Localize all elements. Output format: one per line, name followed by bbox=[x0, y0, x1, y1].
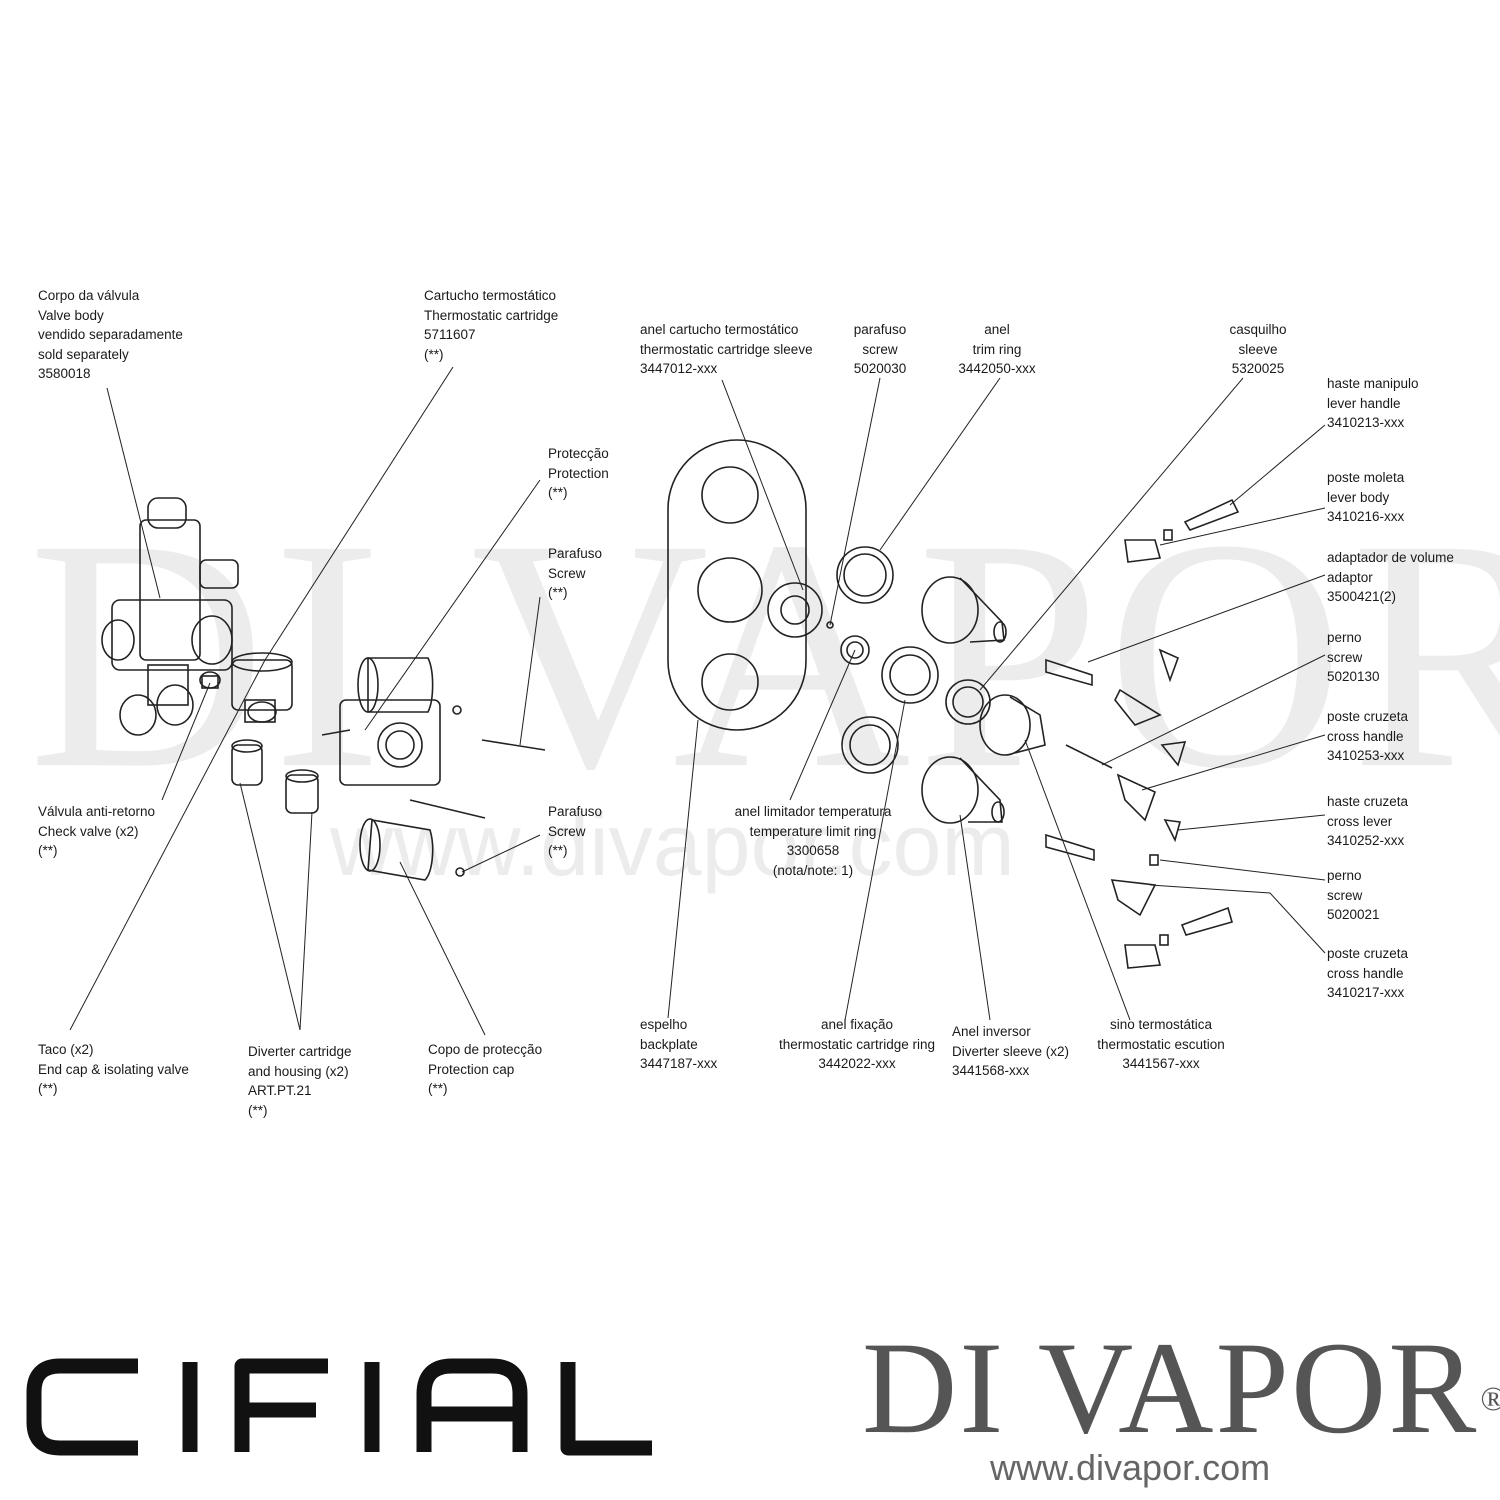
diverter-cartridge-drawing bbox=[231, 739, 319, 814]
protection-cap-bottom-drawing bbox=[359, 818, 434, 881]
leader-thermo-escution bbox=[1024, 739, 1131, 1021]
leader-temp-limit-ring bbox=[789, 649, 856, 801]
cross-handle-bottom-drawing bbox=[1110, 854, 1233, 969]
trim-and-limit-rings-drawing bbox=[826, 546, 939, 774]
lever-handle-drawing bbox=[1124, 498, 1240, 563]
leader-end-cap bbox=[69, 659, 266, 1031]
label-thermo-cartridge: Cartucho termostático Thermostatic cartr… bbox=[424, 288, 559, 362]
diverter-sleeve-top-drawing bbox=[921, 576, 1007, 644]
cifial-logo bbox=[20, 1352, 660, 1467]
leader-check-valve bbox=[161, 682, 211, 801]
leader-lever-handle bbox=[1229, 424, 1326, 506]
leader-trim-ring bbox=[879, 377, 1001, 551]
leader-diverter-sleeve bbox=[959, 814, 991, 1021]
leader-cross-handle-1 bbox=[1141, 734, 1326, 791]
label-trim-ring: anel trim ring 3442050-xxx bbox=[958, 322, 1036, 376]
label-lever-body: poste moleta lever body 3410216-xxx bbox=[1327, 470, 1405, 524]
label-sleeve: casquilho sleeve 5320025 bbox=[1229, 322, 1287, 376]
label-diverter-cartridge: Diverter cartridge and housing (x2) ART.… bbox=[248, 1044, 352, 1118]
label-protection: Protecção Protection (**) bbox=[548, 446, 609, 500]
leader-sleeve bbox=[979, 377, 1244, 691]
label-temp-limit-ring: anel limitador temperatura temperature l… bbox=[734, 804, 892, 878]
label-protection-cap: Copo de protecção Protection cap (**) bbox=[428, 1042, 543, 1096]
label-diverter-sleeve: Anel inversor Diverter sleeve (x2) 34415… bbox=[952, 1024, 1070, 1078]
label-screw-b: Parafuso Screw (**) bbox=[548, 804, 603, 858]
leader-valve-body bbox=[106, 387, 161, 599]
label-thermo-escution: sino termostática thermostatic escution … bbox=[1097, 1017, 1225, 1071]
label-screw-a: Parafuso Screw (**) bbox=[548, 546, 603, 600]
label-cartridge-sleeve: anel cartucho termostático thermostatic … bbox=[640, 322, 813, 376]
label-adaptor: adaptador de volume adaptor 3500421(2) bbox=[1327, 550, 1454, 604]
label-cross-lever: haste cruzeta cross lever 3410252-xxx bbox=[1327, 794, 1409, 848]
leader-perno-2 bbox=[1159, 859, 1326, 881]
label-valve-body: Corpo da válvula Valve body vendido sepa… bbox=[38, 288, 183, 381]
cross-handle-top-drawing bbox=[1114, 648, 1187, 767]
protection-housing-drawing bbox=[321, 699, 441, 786]
label-cross-handle-1: poste cruzeta cross handle 3410253-xxx bbox=[1327, 709, 1409, 763]
leader-screw-b bbox=[461, 834, 541, 873]
leader-diverter-a bbox=[239, 782, 301, 1031]
leader-lines bbox=[69, 366, 1326, 1036]
label-parafuso-screw: parafuso screw 5020030 bbox=[853, 322, 907, 376]
leader-cartridge-sleeve bbox=[721, 379, 804, 591]
divapor-url: www.divapor.com bbox=[990, 1447, 1271, 1488]
leader-screw-a bbox=[519, 596, 541, 746]
leader-lever-body bbox=[1159, 507, 1326, 546]
label-perno-screw-1: perno screw 5020130 bbox=[1327, 630, 1380, 684]
leader-cross-handle-2 bbox=[1149, 884, 1326, 954]
leader-parafuso bbox=[829, 377, 881, 626]
screw-rods-drawing bbox=[409, 705, 546, 877]
leader-diverter-b bbox=[299, 811, 313, 1031]
label-check-valve: Válvula anti-retorno Check valve (x2) (*… bbox=[38, 804, 156, 858]
protection-cap-top-drawing bbox=[357, 657, 434, 713]
label-end-cap: Taco (x2) End cap & isolating valve (**) bbox=[38, 1042, 189, 1096]
adaptors-drawing bbox=[1045, 658, 1113, 862]
check-valve-drawing bbox=[199, 671, 221, 689]
cartridge-sleeve-drawing bbox=[767, 582, 823, 638]
diverter-sleeve-bottom-drawing bbox=[921, 756, 1005, 824]
label-cross-handle-2: poste cruzeta cross handle 3410217-xxx bbox=[1327, 946, 1409, 1000]
divapor-logo: DI VAPOR® bbox=[862, 1314, 1500, 1461]
leader-backplate bbox=[667, 719, 699, 1019]
leader-protection bbox=[364, 479, 541, 731]
label-perno-screw-2: perno screw 5020021 bbox=[1327, 868, 1380, 922]
leader-perno-1 bbox=[1101, 654, 1326, 766]
cross-handle-mid-drawing bbox=[1116, 773, 1182, 843]
label-cartridge-ring: anel fixação thermostatic cartridge ring… bbox=[778, 1017, 936, 1071]
leader-thermo-cartridge bbox=[264, 366, 454, 661]
label-lever-handle: haste manipulo lever handle 3410213-xxx bbox=[1327, 376, 1419, 430]
label-backplate: espelho backplate 3447187-xxx bbox=[640, 1017, 718, 1071]
valve-body-drawing bbox=[101, 497, 239, 736]
leader-cartridge-ring bbox=[844, 699, 906, 1021]
leader-adaptor bbox=[1087, 574, 1326, 663]
leader-protection-cap bbox=[399, 861, 486, 1036]
thermo-escution-drawing bbox=[945, 679, 1046, 756]
cifial-logo-mark bbox=[26, 1358, 652, 1456]
leader-cross-lever bbox=[1177, 814, 1326, 831]
thermo-cartridge-drawing bbox=[231, 652, 293, 723]
